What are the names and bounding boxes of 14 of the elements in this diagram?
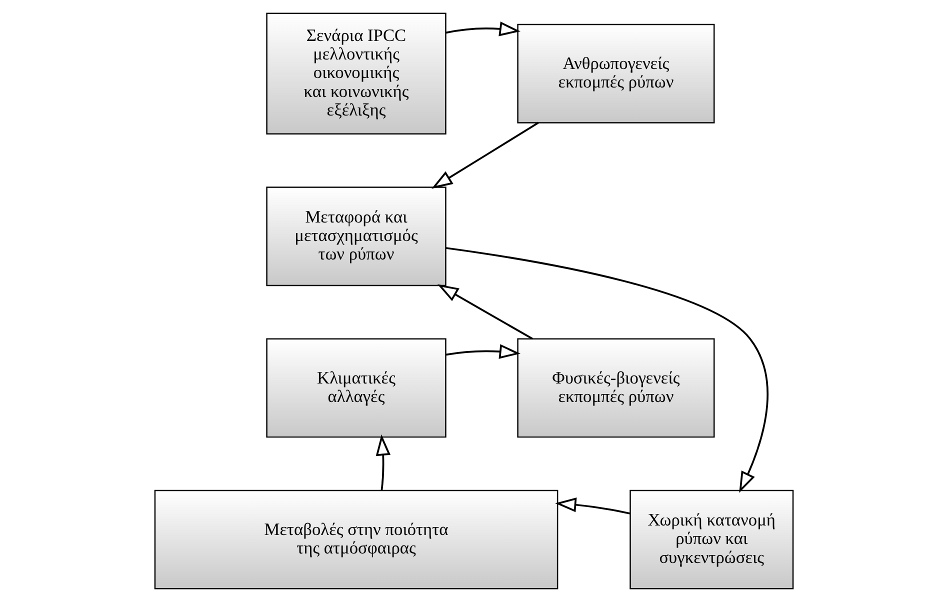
node-box: Φυσικές-βιογενείς εκπομπές ρύπων xyxy=(516,338,714,438)
node-box: Σενάρια IPCC μελλοντικής οικονομικής και κοινωνικής εξέλιξης xyxy=(266,12,446,134)
node-box: Μεταβολές στην ποιότητα της ατμόσφαιρας xyxy=(154,490,558,590)
arrow xyxy=(554,497,630,514)
arrow xyxy=(430,122,538,189)
arrow xyxy=(436,284,532,340)
node-box: Μεταφορά και μετασχηματισμός των ρύπων xyxy=(266,186,446,286)
node-box: Ανθρωπογενείς εκπομπές ρύπων xyxy=(516,24,714,124)
node-box: Χωρική κατανομή ρύπων και συγκεντρώσεις xyxy=(629,490,794,590)
arrow xyxy=(445,247,768,493)
arrow xyxy=(445,22,520,36)
node-box: Κλιματικές αλλαγές xyxy=(266,338,446,438)
arrow xyxy=(445,344,520,359)
arrow xyxy=(375,434,390,491)
